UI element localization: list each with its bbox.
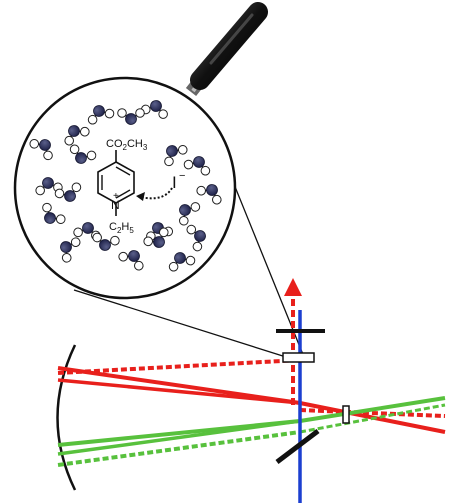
iodide-interaction: I − <box>136 170 185 201</box>
iodide-charge: − <box>179 170 185 182</box>
red-beams <box>57 358 446 434</box>
optical-setup <box>56 278 446 503</box>
ring-nitrogen: N <box>111 198 120 212</box>
magnifying-glass-icon <box>185 2 268 97</box>
signal-arrow <box>284 278 302 405</box>
pyridinium-molecule: CO2CH3 N + C2H5 <box>97 138 148 235</box>
substituent-top: CO2CH3 <box>106 138 148 152</box>
beamsplitter <box>275 429 320 464</box>
green-beams <box>57 396 446 467</box>
substituent-bottom: C2H5 <box>109 221 134 235</box>
side-cell <box>342 405 350 424</box>
iodide-symbol: I <box>172 173 177 192</box>
ring-charge: + <box>113 191 119 202</box>
sample-cell <box>282 352 315 363</box>
concave-mirror <box>56 344 77 491</box>
zoom-cone <box>73 161 305 358</box>
